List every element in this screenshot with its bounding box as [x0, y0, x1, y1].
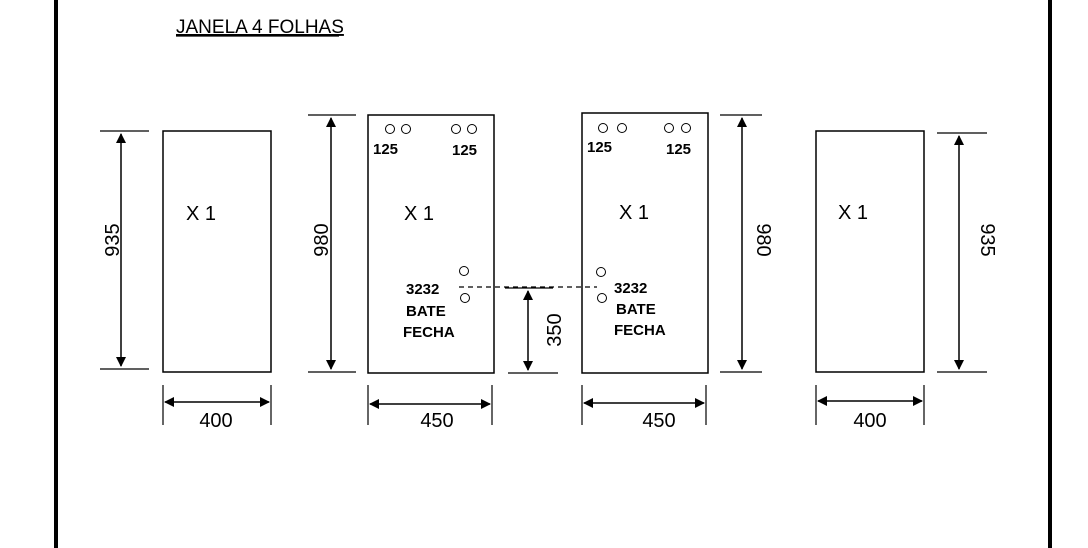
width-dimension-label: 450	[642, 410, 675, 432]
hinge-label-right: 125	[452, 142, 477, 159]
lock-code-label: 3232	[614, 280, 647, 297]
panel-quantity: X 1	[186, 203, 216, 225]
panel-1: X 1 935 400	[100, 130, 272, 432]
panel-2: X 1 125 125 3232 BATE FECHA 980 450	[308, 114, 495, 432]
panel-quantity: X 1	[404, 203, 434, 225]
lock-hole	[596, 267, 606, 277]
hinge-hole	[467, 124, 477, 134]
drawing-title: JANELA 4 FOLHAS	[176, 17, 344, 38]
width-dimension-label: 400	[199, 410, 232, 432]
width-dimension-label: 400	[853, 410, 886, 432]
panel-quantity: X 1	[838, 202, 868, 224]
hinge-label-left: 125	[373, 141, 398, 158]
height-dimension-label: 980	[311, 223, 333, 256]
width-dimension-label: 450	[420, 410, 453, 432]
panel-3: X 1 125 125 3232 BATE FECHA 980 450	[581, 112, 774, 432]
lock-fecha-label: FECHA	[403, 324, 455, 341]
panel-outline	[815, 130, 925, 373]
panel-4: X 1 935 400	[815, 130, 998, 432]
panel-outline	[367, 114, 495, 374]
lock-height-label: 350	[544, 313, 566, 346]
hinge-hole	[681, 123, 691, 133]
height-dimension-label: 980	[752, 223, 774, 256]
height-dimension-label: 935	[976, 223, 998, 256]
panel-outline	[581, 112, 709, 374]
lock-code-label: 3232	[406, 281, 439, 298]
panel-quantity: X 1	[619, 202, 649, 224]
lock-hole	[597, 293, 607, 303]
lock-height-dimension: 350	[459, 286, 597, 374]
hinge-hole	[664, 123, 674, 133]
hinge-hole	[598, 123, 608, 133]
hinge-label-right: 125	[666, 141, 691, 158]
hinge-hole	[385, 124, 395, 134]
lock-hole	[459, 266, 469, 276]
hinge-hole	[401, 124, 411, 134]
lock-bate-label: BATE	[616, 301, 656, 318]
height-dimension-label: 935	[102, 223, 124, 256]
lock-fecha-label: FECHA	[614, 322, 666, 339]
hinge-hole	[617, 123, 627, 133]
lock-bate-label: BATE	[406, 303, 446, 320]
hinge-label-left: 125	[587, 139, 612, 156]
lock-hole	[460, 293, 470, 303]
panel-outline	[162, 130, 272, 373]
hinge-hole	[451, 124, 461, 134]
